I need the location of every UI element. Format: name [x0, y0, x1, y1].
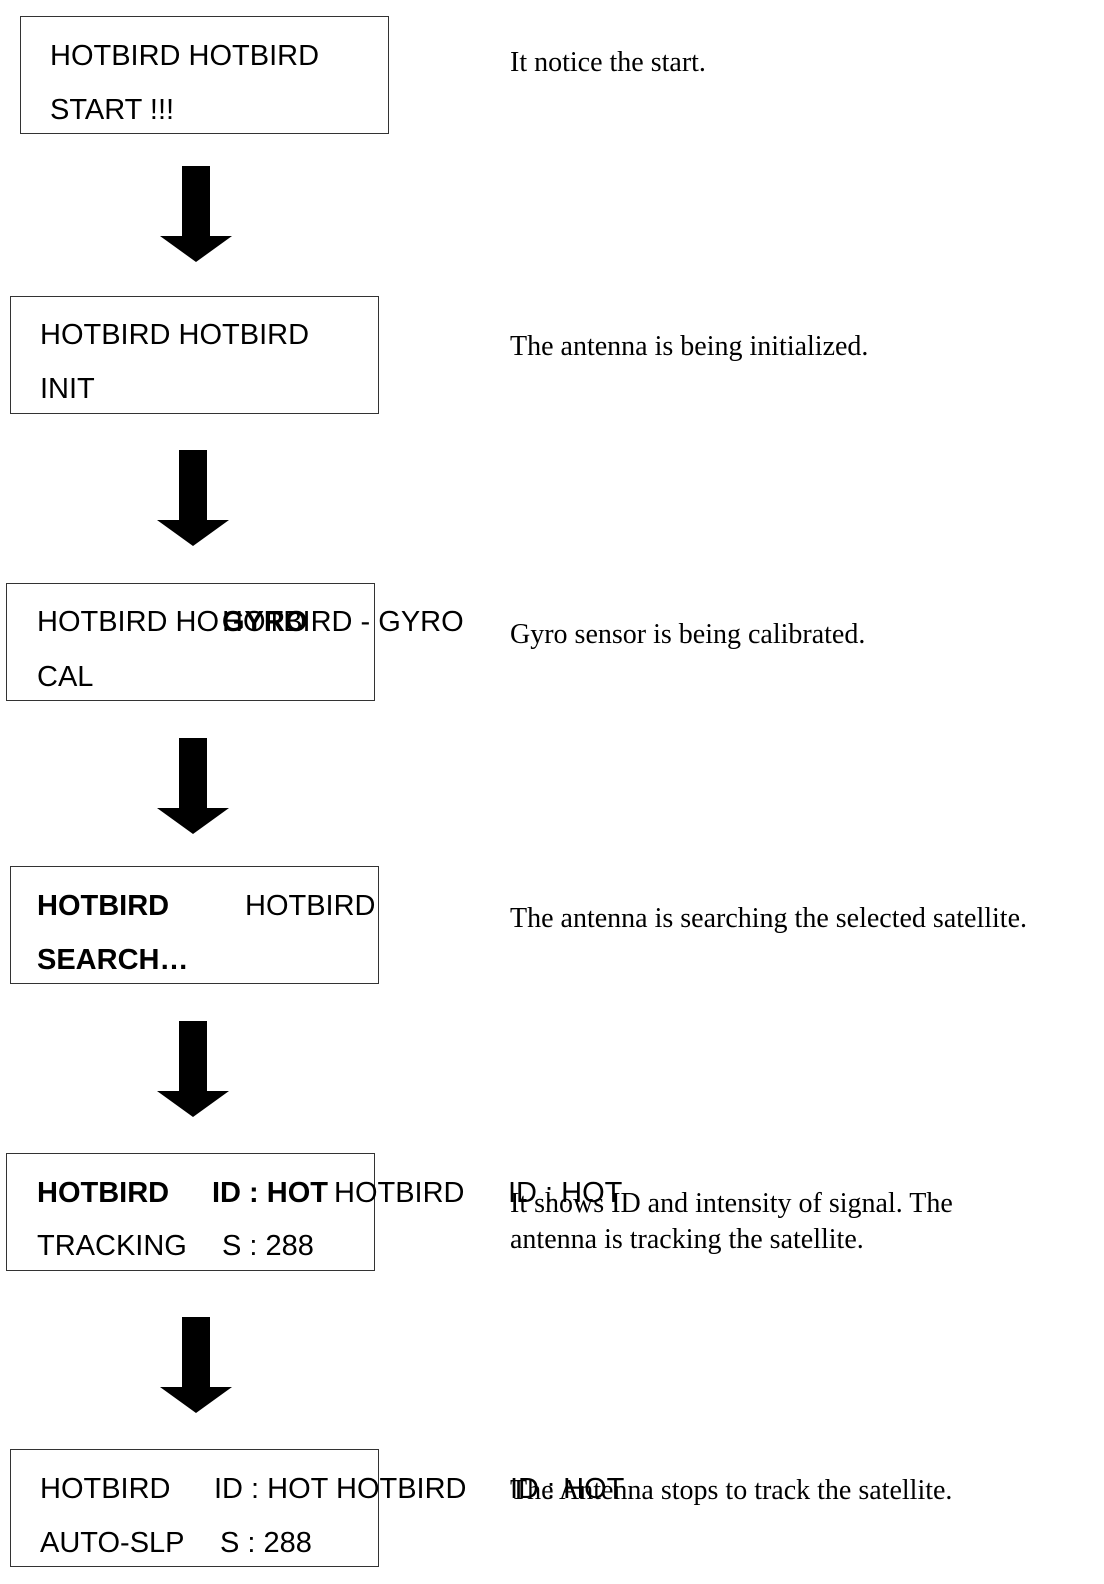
lcd-line-1-overflow: HOTBIRD	[334, 1177, 465, 1209]
lcd-line-2-signal: S : 288	[220, 1527, 312, 1559]
lcd-box-search	[10, 866, 379, 984]
lcd-box-tracking	[6, 1153, 375, 1271]
lcd-line-2: INIT	[40, 373, 95, 405]
lcd-line-2-label: TRACKING	[37, 1230, 187, 1262]
lcd-line-1-overflow-id: ID : HOT	[508, 1177, 623, 1209]
lcd-line-1-label: HOTBIRD	[40, 1473, 171, 1505]
lcd-line-1-overflow: HOTBIRD	[336, 1473, 467, 1505]
step-description: The antenna is being initialized.	[510, 331, 869, 362]
lcd-line-2: CAL	[37, 661, 94, 693]
lcd-line-1-id: ID : HOT	[212, 1177, 328, 1209]
step-description-line-1: It shows ID and intensity of signal. The	[510, 1188, 953, 1219]
lcd-box-init	[10, 296, 379, 414]
down-arrow-icon	[160, 166, 232, 262]
lcd-line-1-label: HOTBIRD	[37, 1177, 170, 1209]
lcd-line-2: START !!!	[50, 94, 175, 126]
lcd-box-gyro-cal	[6, 583, 375, 701]
lcd-line-1: HOTBIRD HO	[37, 606, 220, 638]
down-arrow-icon	[157, 738, 229, 834]
lcd-line-1-overflow: HOTBIRD - GYRO	[222, 606, 464, 638]
step-description: It notice the start.	[510, 47, 706, 78]
lcd-line-1-overflow-id: ID : HOT	[510, 1473, 625, 1505]
down-arrow-icon	[157, 1021, 229, 1117]
lcd-line-1: HOTBIRD	[37, 890, 170, 922]
step-description: Gyro sensor is being calibrated.	[510, 619, 866, 650]
lcd-box-auto-sleep	[10, 1449, 379, 1567]
lcd-line-1: HOTBIRD HOTBIRD	[40, 319, 310, 351]
lcd-box-start	[20, 16, 389, 134]
lcd-line-1-overflow: HOTBIRD	[245, 890, 376, 922]
down-arrow-icon	[160, 1317, 232, 1413]
step-description: The antenna is searching the selected sa…	[510, 903, 1028, 934]
down-arrow-icon	[157, 450, 229, 546]
lcd-line-2-label: AUTO-SLP	[40, 1527, 185, 1559]
lcd-line-1-overlap: GYRO	[222, 606, 308, 638]
lcd-line-2: SEARCH…	[37, 944, 189, 976]
lcd-line-2-signal: S : 288	[222, 1230, 314, 1262]
step-description: The Antenna stops to track the satellite…	[510, 1475, 953, 1506]
step-description-line-2: antenna is tracking the satellite.	[510, 1224, 864, 1255]
lcd-line-1-id: ID : HOT	[214, 1473, 329, 1505]
lcd-line-1: HOTBIRD HOTBIRD	[50, 40, 320, 72]
